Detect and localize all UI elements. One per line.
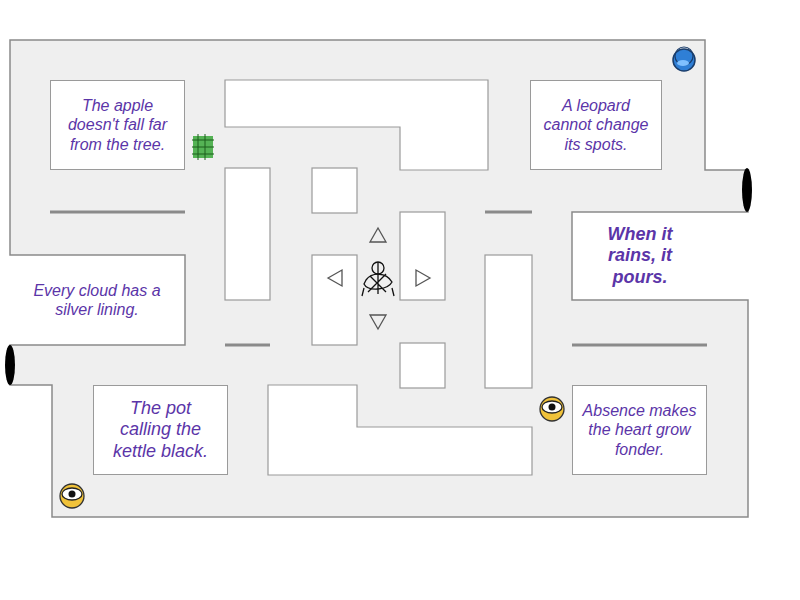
exit-portal: [742, 168, 752, 212]
maze-floor: [10, 40, 748, 517]
arrow-left: [328, 270, 342, 286]
eye-enemy: [540, 397, 564, 421]
maze-wall-box: The apple doesn't fall far from the tree…: [50, 80, 185, 170]
text-area: Every cloud has a silver lining.: [14, 258, 180, 342]
text-area: When it rains, it pours.: [585, 214, 695, 298]
arrow-up: [370, 228, 386, 242]
outside-area: [573, 213, 747, 299]
green-item: [192, 134, 214, 160]
wall-block: [312, 168, 357, 213]
proverb-text: The pot calling the kettle black.: [102, 398, 219, 463]
proverb-text: Every cloud has a silver lining.: [22, 281, 172, 319]
wall-bar: [572, 344, 707, 347]
wall-block: [400, 343, 445, 388]
wall-bar: [50, 211, 185, 214]
wall-block: [400, 212, 445, 300]
outside-area: [11, 256, 184, 344]
wall-block: [225, 168, 270, 300]
player-sprite: [362, 262, 394, 296]
wall-block: [225, 80, 488, 170]
maze-wall-box: A leopard cannot change its spots.: [530, 80, 662, 170]
wall-block: [312, 255, 357, 345]
proverb-text: Absence makes the heart grow fonder.: [581, 401, 698, 459]
arrow-down: [370, 315, 386, 329]
eye-enemy: [60, 484, 84, 508]
wall-bar: [225, 344, 270, 347]
maze-wall-box: Absence makes the heart grow fonder.: [572, 385, 707, 475]
blue-token: [673, 47, 695, 71]
maze-wall-box: The pot calling the kettle black.: [93, 385, 228, 475]
proverb-text: The apple doesn't fall far from the tree…: [59, 96, 176, 154]
arrow-right: [416, 270, 430, 286]
proverb-text: When it rains, it pours.: [593, 224, 687, 289]
wall-block: [485, 255, 532, 388]
proverb-text: A leopard cannot change its spots.: [539, 96, 653, 154]
exit-portal: [5, 345, 15, 385]
wall-bar: [485, 211, 532, 214]
wall-block: [268, 385, 532, 475]
